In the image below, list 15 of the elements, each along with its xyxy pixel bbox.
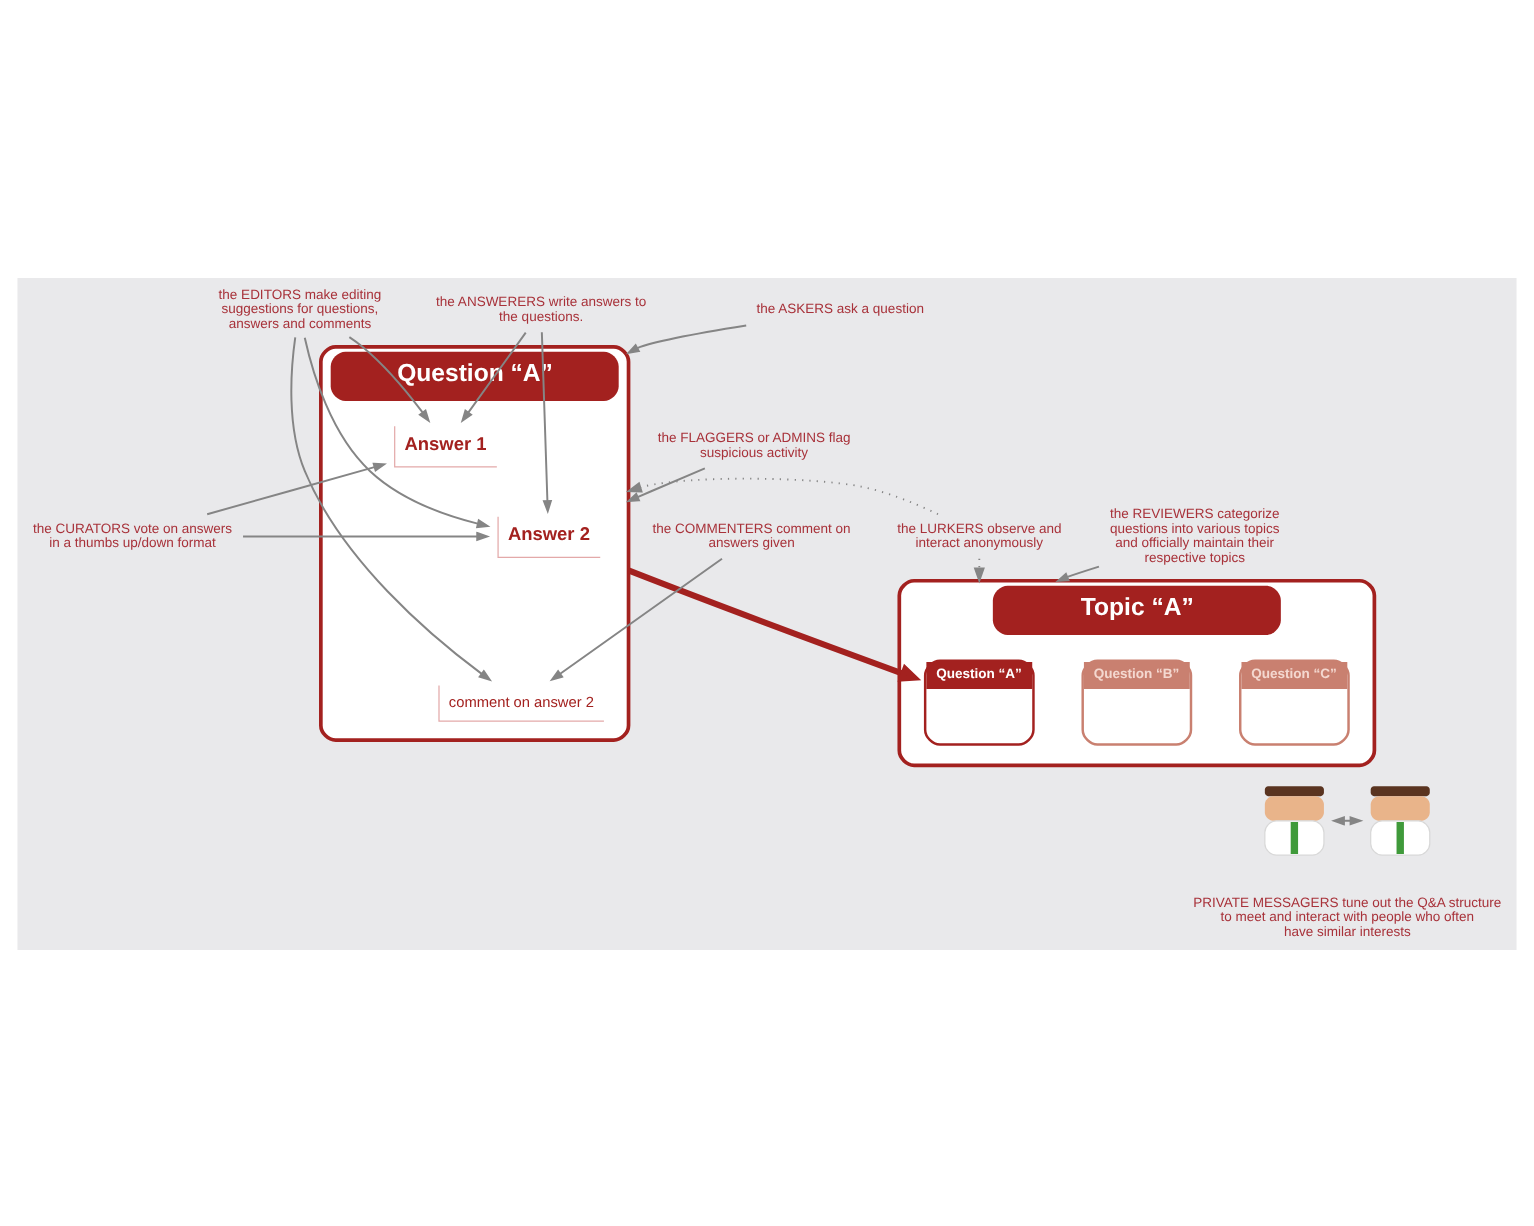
arrow bbox=[549, 556, 723, 681]
arrow bbox=[206, 461, 387, 515]
arrow bbox=[540, 330, 553, 513]
arrow bbox=[626, 566, 922, 681]
arrow bbox=[348, 335, 431, 422]
arrow bbox=[1055, 564, 1100, 581]
arrow bbox=[290, 335, 493, 681]
arrow bbox=[625, 476, 939, 515]
node-text: Answer 2 bbox=[507, 523, 590, 544]
arrow bbox=[242, 530, 491, 541]
arrow bbox=[625, 323, 748, 354]
node-text: Answer 1 bbox=[404, 432, 487, 453]
arrow bbox=[303, 335, 491, 528]
arrow bbox=[460, 330, 527, 423]
arrow bbox=[625, 466, 706, 502]
